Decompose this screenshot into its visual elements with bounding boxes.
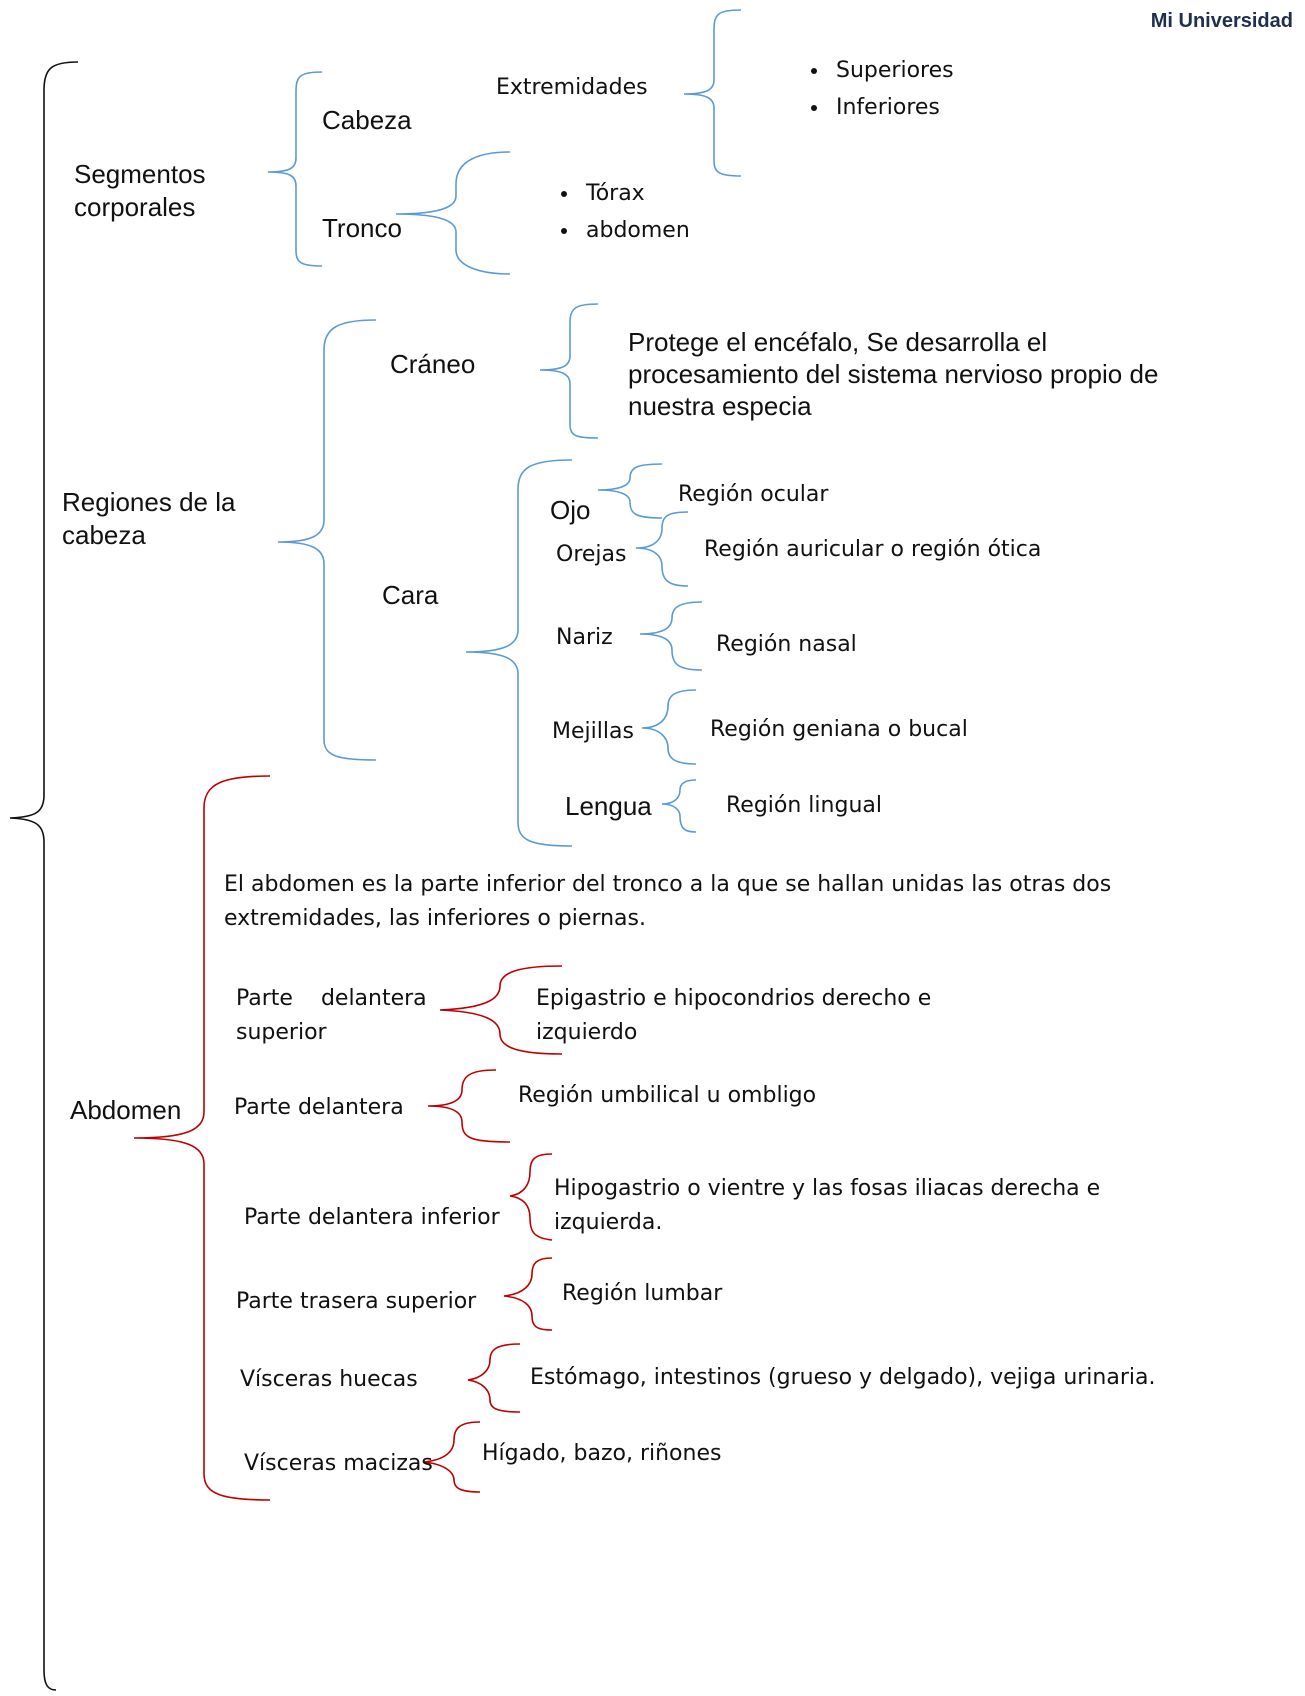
label-segmentos-corporales: Segmentos corporales [74, 159, 206, 222]
abdomen-part-label: Parte trasera superior [236, 1289, 477, 1314]
tronco-list: Tórax abdomen [532, 175, 690, 249]
brace-abdomen [133, 775, 271, 1501]
brace-segmentos [267, 71, 323, 267]
label-region-nasal: Región nasal [716, 632, 857, 657]
label-abdomen: Abdomen [70, 1095, 182, 1125]
brace-craneo [539, 303, 599, 439]
label-craneo: Cráneo [390, 349, 476, 379]
label-tronco: Tronco [322, 213, 402, 243]
abdomen-part-label: Parte delantera inferior [244, 1205, 500, 1230]
abdomen-part-description: Hígado, bazo, riñones [482, 1441, 722, 1466]
label-cabeza: Cabeza [322, 105, 412, 135]
list-item: abdomen [580, 212, 690, 249]
abdomen-part-description: Estómago, intestinos (grueso y delgado),… [530, 1365, 1156, 1390]
abdomen-part-description: Región lumbar [562, 1281, 723, 1306]
abdomen-part-label: Parte delantera [234, 1095, 404, 1120]
list-item: Superiores [830, 52, 954, 89]
brace-abdomen-6 [423, 1421, 481, 1493]
brace-ojo [597, 463, 663, 519]
label-cara: Cara [382, 580, 439, 610]
brace-abdomen-1 [439, 965, 563, 1055]
abdomen-part-description: Epigastrio e hipocondrios derecho e izqu… [536, 986, 932, 1045]
brace-nariz [639, 601, 703, 671]
brace-mejillas [641, 689, 697, 765]
label-ojo: Ojo [550, 495, 591, 525]
brace-lengua [661, 779, 697, 833]
brace-orejas [635, 511, 689, 587]
brace-extremidades [683, 9, 742, 177]
abdomen-part-label: Parte delantera superior [236, 986, 434, 1045]
brace-regiones [277, 319, 377, 761]
brace-abdomen-2 [427, 1069, 511, 1143]
label-nariz: Nariz [556, 625, 613, 650]
university-logo-text: Mi Universidad [1150, 10, 1293, 32]
abdomen-intro: El abdomen es la parte inferior del tron… [224, 872, 1112, 931]
craneo-description: Protege el encéfalo, Se desarrolla el pr… [628, 327, 1159, 421]
abdomen-part-description: Región umbilical u ombligo [518, 1083, 817, 1108]
brace-abdomen-5 [467, 1343, 521, 1413]
label-region-geniana: Región geniana o bucal [710, 717, 968, 742]
brace-abdomen-3 [509, 1153, 553, 1241]
label-orejas: Orejas [556, 542, 627, 567]
label-region-ocular: Región ocular [678, 482, 829, 507]
label-extremidades: Extremidades [496, 75, 648, 100]
brace-tronco [395, 151, 511, 275]
label-mejillas: Mejillas [552, 719, 634, 744]
abdomen-part-label: Vísceras macizas [244, 1451, 433, 1476]
label-lengua: Lengua [565, 791, 652, 821]
label-regiones-cabeza: Regiones de la cabeza [62, 487, 236, 550]
main-brace [9, 61, 79, 1691]
abdomen-part-label: Vísceras huecas [240, 1367, 418, 1392]
abdomen-part-description: Hipogastrio o vientre y las fosas iliaca… [554, 1176, 1101, 1235]
label-region-auricular: Región auricular o región ótica [704, 537, 1042, 562]
list-item: Inferiores [830, 89, 954, 126]
brace-abdomen-4 [503, 1257, 553, 1331]
extremidades-list: Superiores Inferiores [782, 52, 954, 126]
list-item: Tórax [580, 175, 690, 212]
brace-cara [465, 459, 573, 847]
label-region-lingual: Región lingual [726, 793, 882, 818]
